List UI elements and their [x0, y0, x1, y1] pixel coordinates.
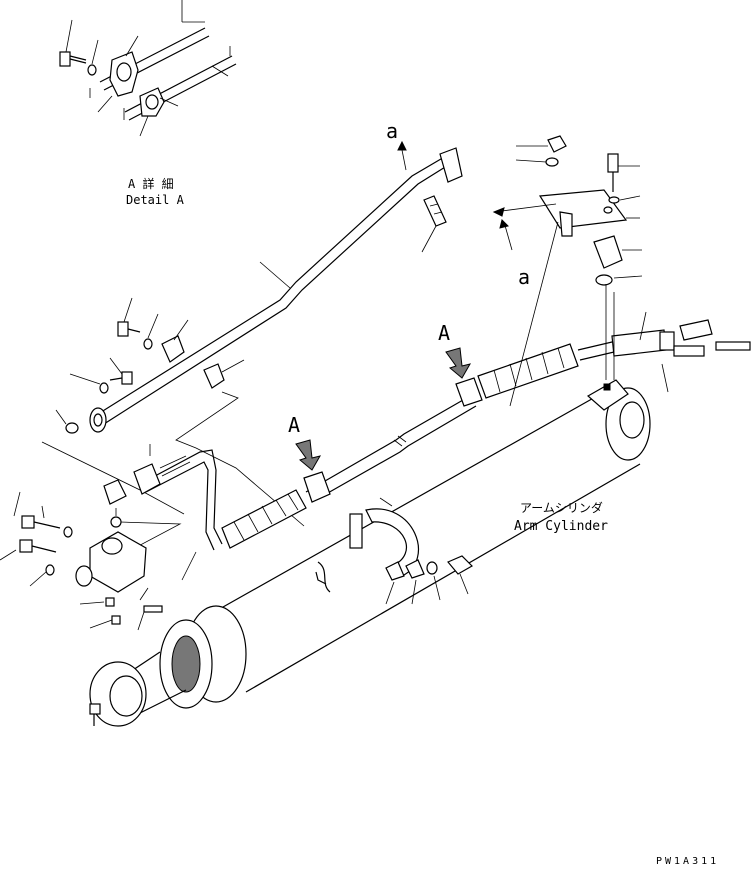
- ref-a-top: a: [386, 119, 398, 143]
- arm-cylinder-jp: アームシリンダ: [520, 500, 603, 515]
- drawing-code: PW1A311: [656, 856, 719, 867]
- tube-clamp-set: [41, 297, 305, 561]
- detail-a-drawing: [59, 0, 237, 137]
- detail-title-jp: A 詳 細: [128, 176, 174, 191]
- arm-cylinder: [89, 379, 651, 727]
- steel-tube: [89, 147, 463, 433]
- detail-title-en: Detail A: [126, 193, 185, 207]
- arm-cylinder-en: Arm Cylinder: [514, 519, 608, 534]
- section-marker-upper: A: [438, 321, 450, 345]
- hose-assembly: [133, 311, 751, 551]
- valve-block: [0, 479, 197, 631]
- mounting-plate: [492, 135, 643, 407]
- ref-a-right: a: [518, 265, 530, 289]
- section-marker-lower: A: [288, 413, 300, 437]
- section-arrows: [295, 140, 472, 471]
